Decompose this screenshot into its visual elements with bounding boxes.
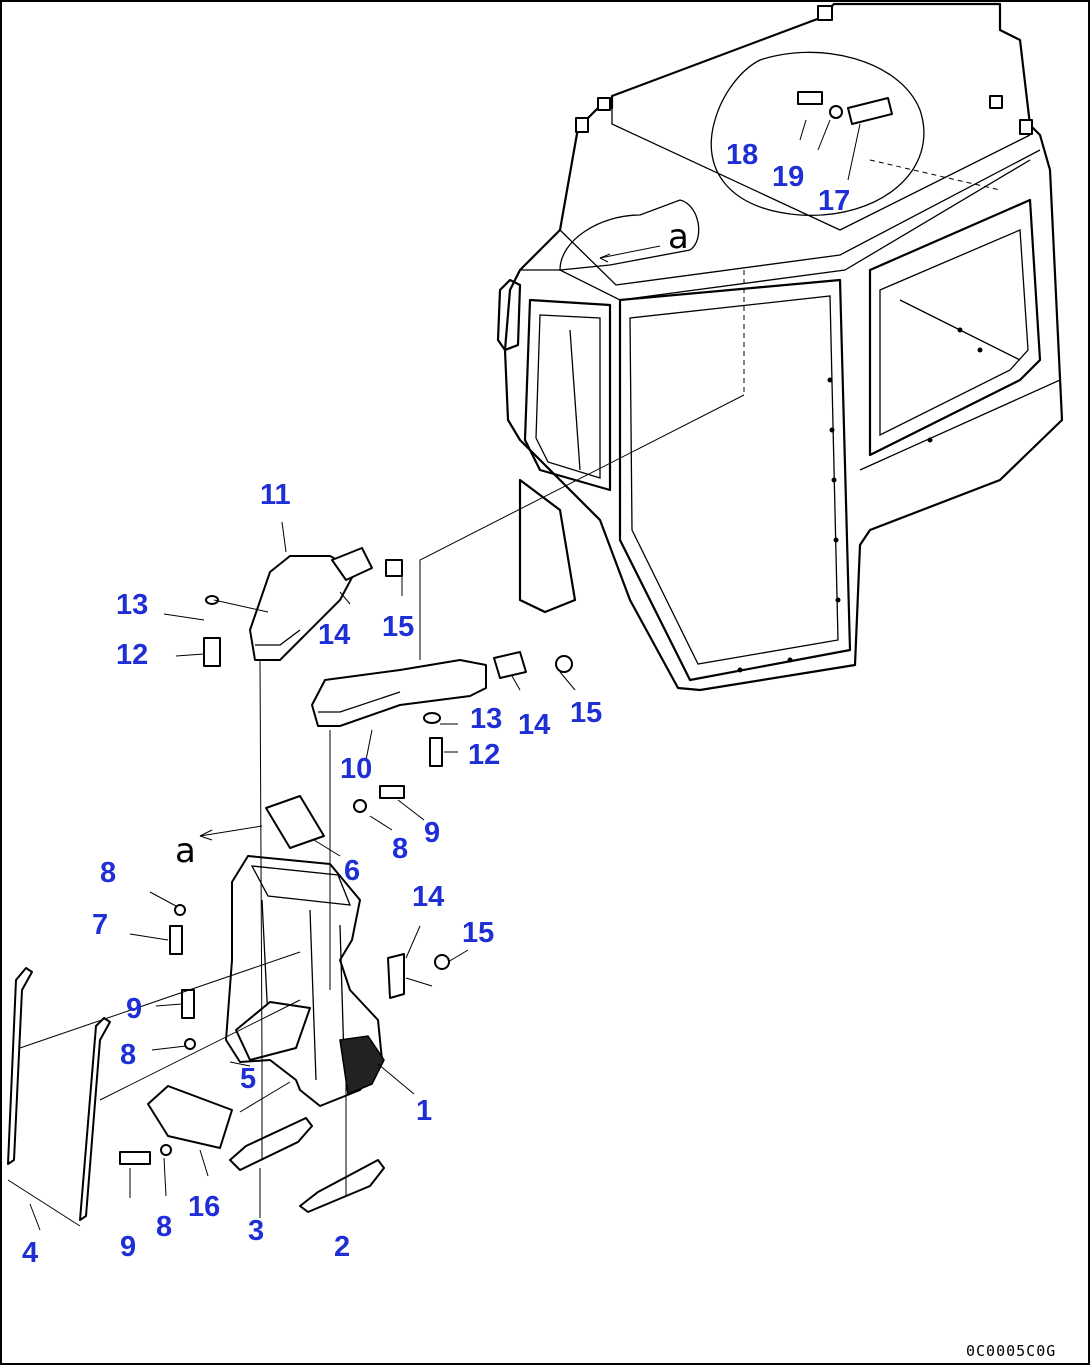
part-16-bracket [147,1085,233,1149]
callout-13-right: 13 [470,703,502,735]
callout-11: 11 [260,479,291,511]
leader-lines [19,119,861,1231]
part-number-callouts: 1 2 3 4 5 6 7 8 8 8 8 9 9 9 10 11 12 12 … [22,139,850,1269]
callout-3: 3 [248,1215,264,1247]
callout-13-left: 13 [116,589,148,621]
callout-15-lower: 15 [462,917,494,949]
callout-5: 5 [240,1063,256,1095]
callout-14-lower: 14 [412,881,444,913]
part-3-pad [229,1117,313,1171]
callout-6: 6 [344,855,360,887]
callout-14-upper: 14 [318,619,350,651]
callout-9-left: 9 [126,993,142,1025]
callout-8-left-upper: 8 [100,857,116,889]
callout-19: 19 [772,161,804,193]
part-10-lower-duct [311,651,527,727]
callout-9-right: 9 [424,817,440,849]
callout-9-bottom: 9 [120,1231,136,1263]
part-4-seal-strips [7,967,111,1227]
callout-12-left: 12 [116,639,148,671]
part-2-pad [299,1159,385,1213]
callout-15-middle: 15 [570,697,602,729]
callout-17: 17 [818,185,850,217]
callout-16: 16 [188,1191,220,1223]
part-11-upper-duct [249,547,373,661]
callout-2: 2 [334,1231,350,1263]
callout-8-right: 8 [392,833,408,865]
view-ref-a-upper: a [668,217,689,257]
view-ref-a-lower: a [175,831,196,871]
drawing-code: 0C0005C0G [966,1342,1056,1360]
cab-frame [496,2,1064,692]
callout-15-upper: 15 [382,611,414,643]
callout-18: 18 [726,139,758,171]
callout-7: 7 [92,909,108,941]
callout-1: 1 [416,1095,432,1127]
fasteners [119,559,573,1165]
callout-12-right: 12 [468,739,500,771]
callout-8-left-lower: 8 [120,1039,136,1071]
part-6-plate [265,795,325,849]
callout-10: 10 [340,753,372,785]
callout-8-bottom: 8 [156,1211,172,1243]
part-1-console-body [225,855,385,1107]
part-14-clip-lower [387,953,405,999]
callout-14-middle: 14 [518,709,550,741]
callout-4: 4 [22,1237,38,1269]
